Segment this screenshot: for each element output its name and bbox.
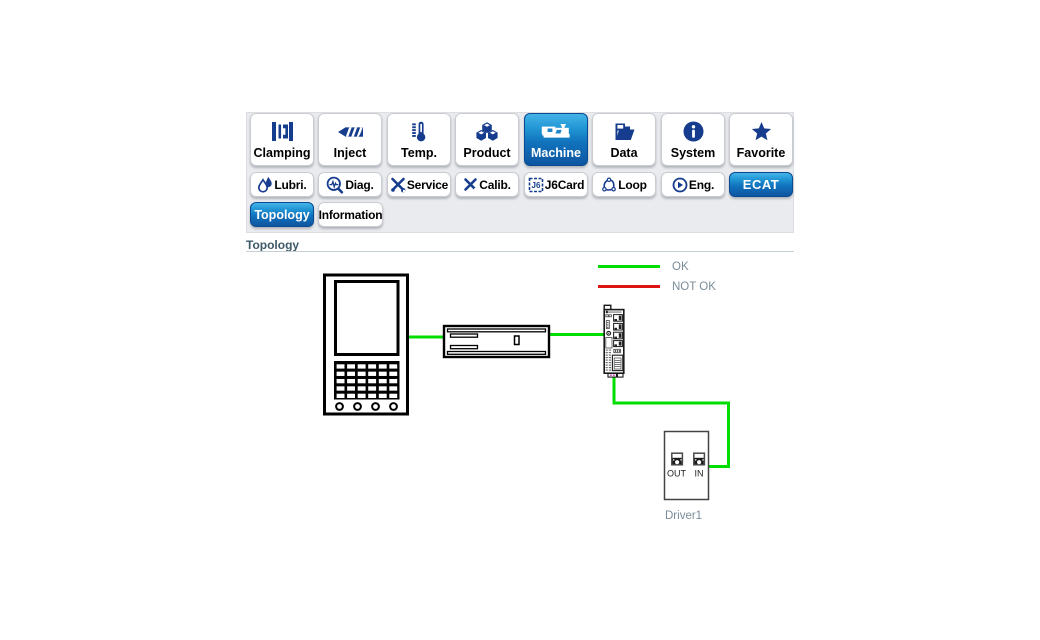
svg-text:J6: J6 bbox=[531, 181, 540, 190]
svg-text:OUT: OUT bbox=[667, 469, 687, 479]
svg-text:IN: IN bbox=[695, 469, 704, 479]
